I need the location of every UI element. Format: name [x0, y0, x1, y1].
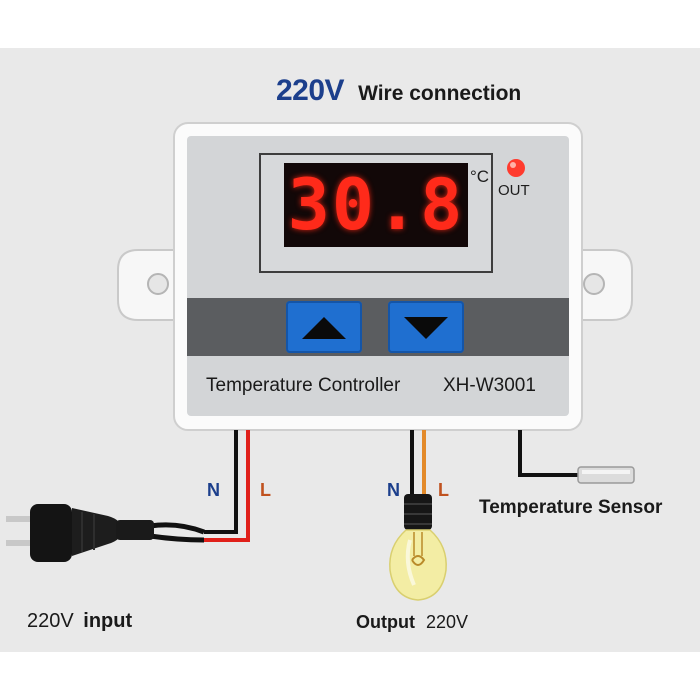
power-plug-icon: [6, 504, 154, 562]
title-text: Wire connection: [358, 82, 522, 105]
display-window: [284, 163, 468, 247]
input-voltage: 220V: [27, 610, 74, 632]
out-indicator-label: OUT: [498, 182, 530, 199]
input-text: input: [83, 610, 133, 632]
light-bulb-icon: [389, 494, 447, 601]
page-title: 220V Wire connection: [276, 74, 521, 110]
input-l-label: L: [260, 480, 271, 500]
sensor-label: Temperature Sensor: [479, 497, 663, 518]
output-voltage: 220V: [426, 612, 469, 632]
output-n-label: N: [387, 480, 400, 500]
triangle-up-icon: [302, 317, 346, 339]
out-led: [507, 159, 525, 177]
title-voltage: 220V: [276, 74, 345, 107]
triangle-down-icon: [404, 317, 448, 339]
controller-model: XH-W3001: [443, 375, 536, 396]
temperature-sensor-icon: [518, 430, 635, 484]
button-strip: [187, 298, 569, 356]
up-button[interactable]: [286, 301, 362, 353]
temperature-display: 30.8: [287, 164, 465, 246]
down-button[interactable]: [388, 301, 464, 353]
mounting-ear-left: [117, 249, 181, 321]
celsius-unit: °C: [470, 167, 490, 186]
output-text: Output: [356, 612, 415, 632]
output-l-label: L: [438, 480, 449, 500]
mounting-ear-right: [569, 249, 633, 321]
input-wires: [149, 430, 250, 543]
input-n-label: N: [207, 480, 220, 500]
controller-label: Temperature Controller: [206, 375, 401, 396]
output-wires: [410, 430, 426, 500]
input-caption: 220V input: [27, 610, 132, 633]
output-caption: Output 220V: [356, 612, 468, 633]
